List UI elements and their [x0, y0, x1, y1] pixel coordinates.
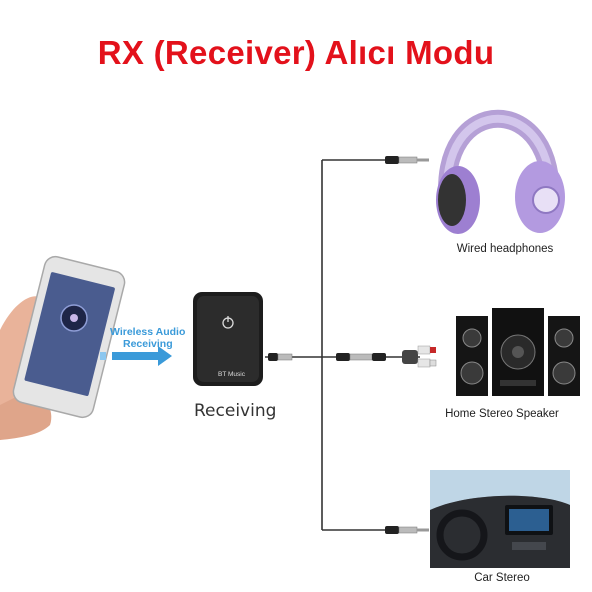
cable-network [265, 159, 420, 531]
bt-device-icon [193, 292, 263, 386]
jack-headphones-icon [385, 156, 429, 164]
jack-car-icon [385, 526, 429, 534]
rca-plugs-icon [402, 345, 437, 368]
car-dashboard-icon [430, 470, 570, 568]
jack-device-icon [268, 353, 293, 361]
caption-headphones: Wired headphones [456, 243, 554, 255]
bt-music-label: BT Music [218, 371, 245, 378]
caption-speaker: Home Stereo Speaker [445, 408, 559, 420]
device-caption: Receiving [194, 401, 277, 421]
jack-middle-icon [336, 353, 386, 361]
wireless-audio-label: Wireless Audio [110, 326, 186, 338]
caption-car-stereo: Car Stereo [474, 572, 530, 584]
home-speaker-icon [456, 308, 580, 396]
receiving-label: Receiving [123, 338, 173, 350]
diagram-title: RX (Receiver) Alıcı Modu [97, 34, 495, 71]
wireless-arrow-icon [100, 346, 172, 366]
phone-icon [12, 255, 126, 419]
headphones-icon [436, 109, 565, 234]
